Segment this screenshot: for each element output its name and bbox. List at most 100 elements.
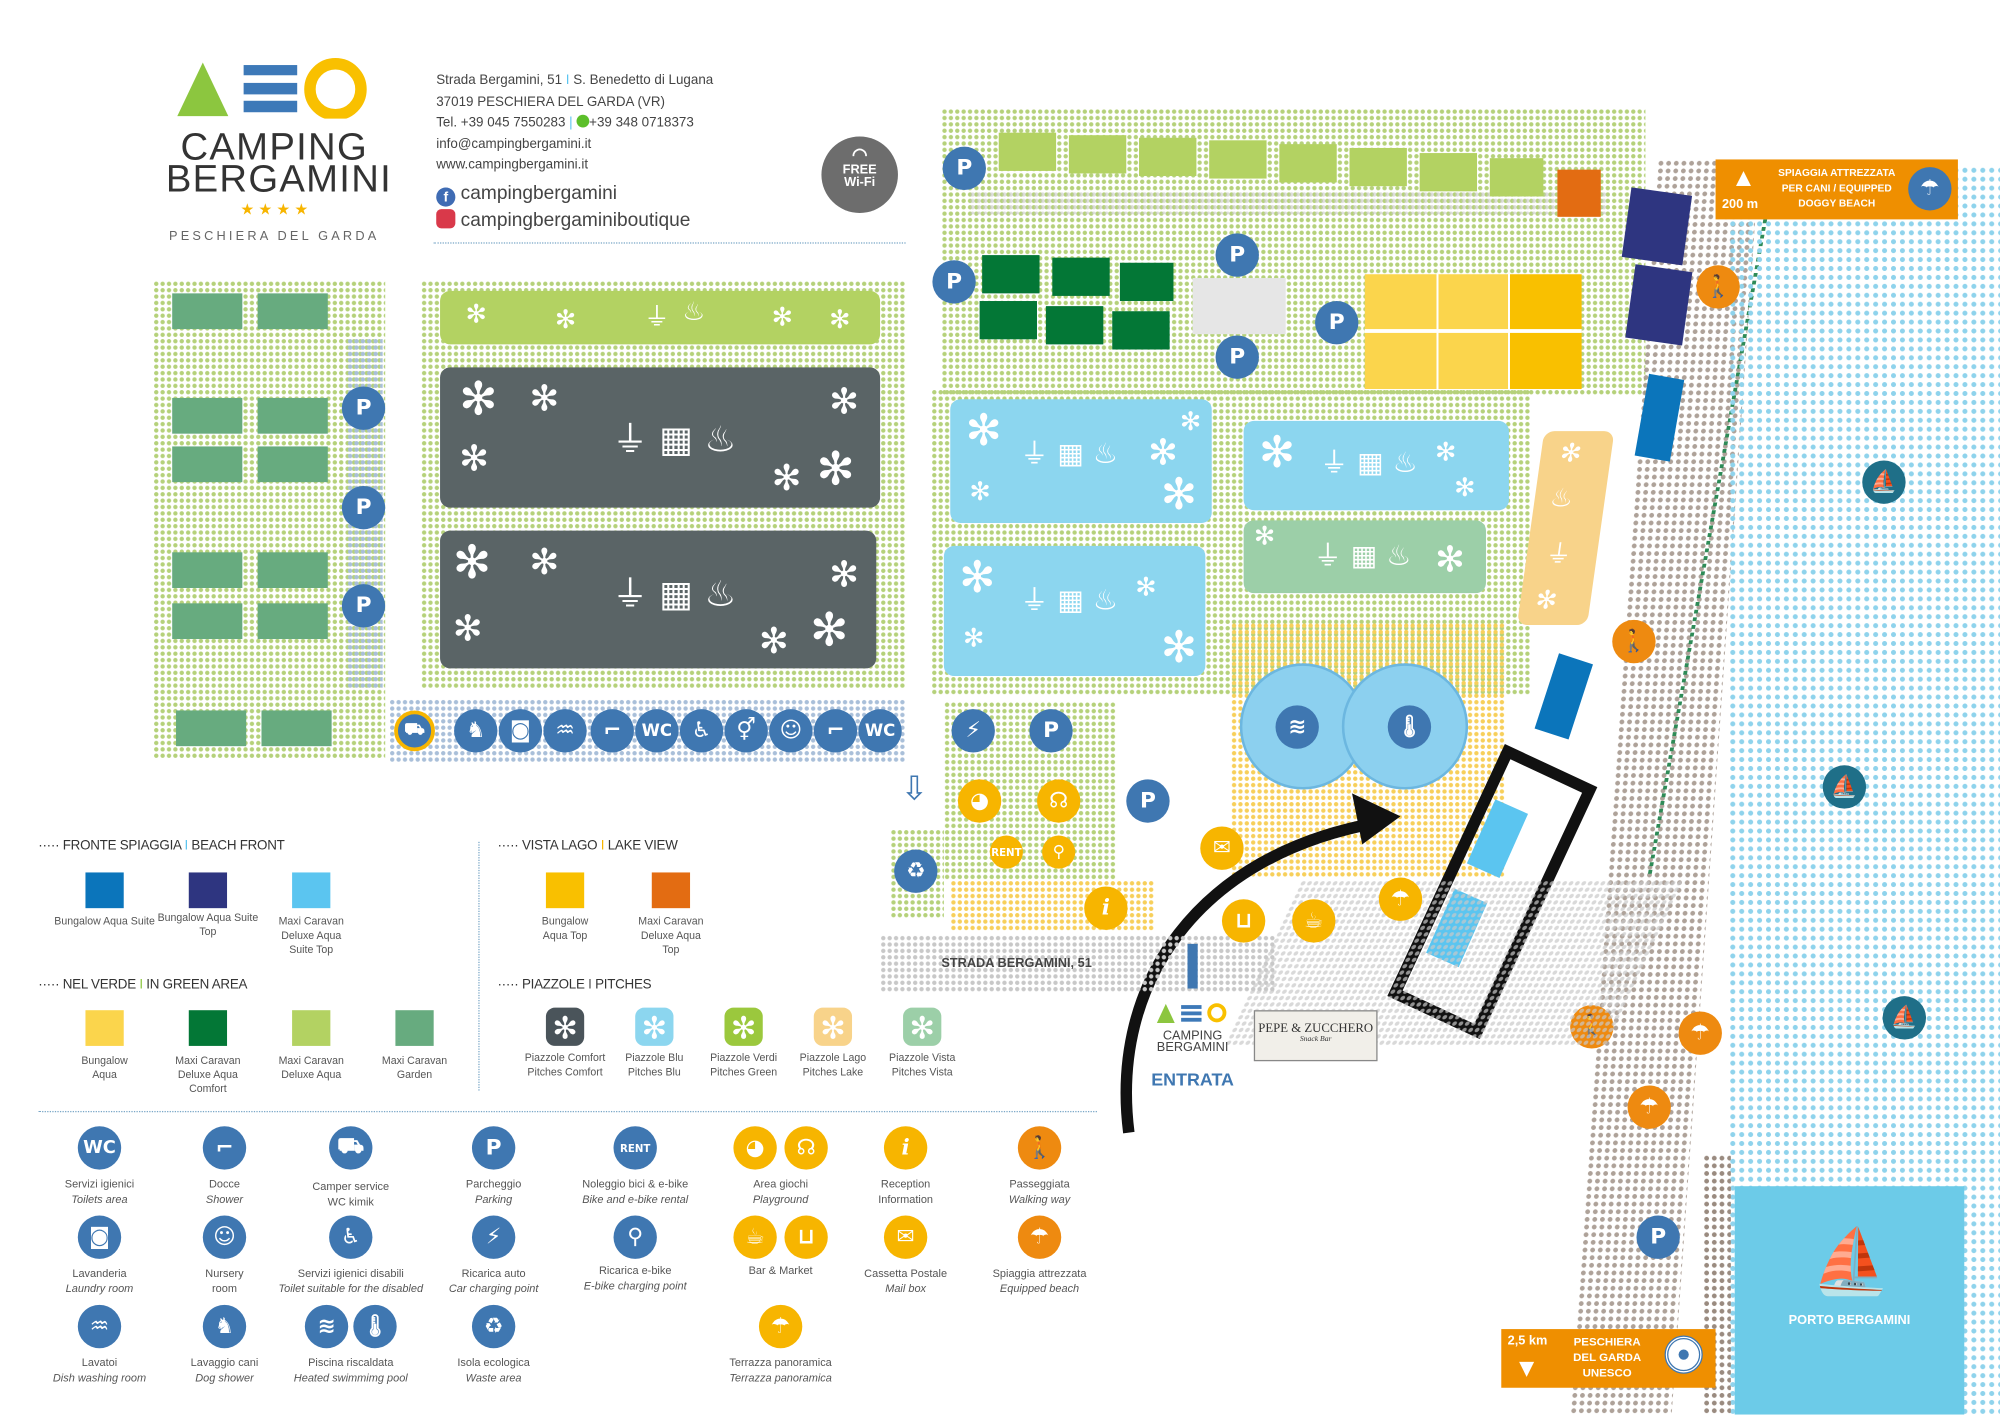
- reception-icon[interactable]: i: [1084, 886, 1128, 930]
- sailing-icon[interactable]: ⛵: [1862, 460, 1906, 504]
- harbour[interactable]: ⛵ PORTO BERGAMINI: [1734, 1186, 1965, 1415]
- caravan-comfort[interactable]: [979, 301, 1037, 340]
- caravan-deluxe-aqua-top[interactable]: [1557, 169, 1601, 217]
- phone-number[interactable]: Tel. +39 045 7550283: [436, 114, 566, 131]
- contact-info: Strada Bergamini, 51 I S. Benedetto di L…: [436, 72, 714, 231]
- facebook-link[interactable]: campingbergamini: [460, 181, 618, 204]
- whatsapp-number[interactable]: +39 348 0718373: [589, 114, 694, 131]
- camper-service-icon[interactable]: ⛟: [394, 710, 435, 752]
- caravan-garden[interactable]: [261, 710, 332, 747]
- dish-washing-icon[interactable]: ♒: [543, 709, 587, 753]
- caravan-garden[interactable]: [176, 710, 247, 747]
- caravan-garden[interactable]: [257, 293, 328, 330]
- caravan-comfort[interactable]: [982, 255, 1040, 294]
- caravan-deluxe-aqua[interactable]: [1279, 144, 1337, 183]
- ebike-charging-icon[interactable]: ⚲: [1042, 835, 1076, 869]
- playground-icon[interactable]: ◕: [957, 779, 1002, 823]
- caravan-comfort[interactable]: [1045, 306, 1104, 345]
- parking-icon[interactable]: P: [341, 584, 386, 628]
- caravan-deluxe-aqua[interactable]: [1139, 137, 1197, 177]
- caravan-deluxe-aqua[interactable]: [1209, 140, 1267, 179]
- email-link[interactable]: info@campingbergamini.it: [436, 135, 592, 152]
- walking-way-icon[interactable]: 🚶: [1612, 619, 1656, 664]
- terrace-icon[interactable]: ☂: [1378, 877, 1423, 921]
- doggy-beach-sign[interactable]: ▲ 200 m SPIAGGIA ATTREZZATA PER CANI / E…: [1715, 159, 1958, 220]
- parking-icon[interactable]: P: [1126, 779, 1170, 823]
- caravan-deluxe-aqua[interactable]: [1068, 135, 1127, 174]
- caravan-deluxe-aqua[interactable]: [1489, 158, 1544, 197]
- swimming-pool-icon: ≋: [304, 1304, 349, 1349]
- laundry-icon[interactable]: ◙: [498, 709, 543, 753]
- caravan-garden[interactable]: [257, 552, 328, 589]
- peschiera-sign[interactable]: 2,5 km ▼ PESCHIERA DEL GARDA UNESCO: [1501, 1329, 1716, 1388]
- comfort-pitches-block[interactable]: ✻✻⏚ ▦ ♨✻✻✻✻: [440, 367, 881, 508]
- caravan-deluxe-aqua[interactable]: [1419, 153, 1478, 192]
- caravan-deluxe-aqua[interactable]: [998, 132, 1057, 171]
- thermometer-icon[interactable]: 🌡: [1387, 705, 1432, 749]
- website-link[interactable]: www.campingbergamini.it: [436, 156, 589, 173]
- blue-pitches-block[interactable]: ✻⏚ ▦ ♨✻✻✻✻: [950, 399, 1212, 523]
- equipped-beach-icon[interactable]: ☂: [1678, 1011, 1722, 1055]
- parking-icon[interactable]: P: [1315, 301, 1359, 345]
- blue-pitches-block[interactable]: ✻⏚ ▦ ♨✻✻✻: [943, 545, 1206, 677]
- walking-way-icon[interactable]: 🚶: [1696, 265, 1740, 309]
- bungalow-aqua-suite-top[interactable]: [1621, 187, 1693, 266]
- green-pitches-row[interactable]: ✻✻⏚♨✻✻: [440, 290, 881, 345]
- caravan-garden[interactable]: [257, 603, 328, 640]
- wc-icon[interactable]: WC: [858, 709, 902, 753]
- caravan-comfort[interactable]: [1052, 257, 1110, 296]
- bungalow-aqua-block[interactable]: [1364, 274, 1582, 390]
- service-label: Bar & Market: [748, 1264, 813, 1277]
- shower-icon[interactable]: ⌐: [813, 709, 858, 753]
- mail-box-icon[interactable]: ✉: [1200, 826, 1244, 870]
- comfort-pitches-block[interactable]: ✻✻⏚ ▦ ♨✻✻✻✻: [440, 530, 877, 669]
- caravan-comfort[interactable]: [1119, 262, 1174, 302]
- caravan-garden[interactable]: [172, 397, 243, 434]
- bike-rental-icon[interactable]: RENT: [989, 835, 1023, 869]
- blue-pitches-block[interactable]: ✻⏚ ▦ ♨✻✻: [1243, 420, 1509, 511]
- parking-icon[interactable]: P: [932, 260, 976, 304]
- parking-icon[interactable]: P: [341, 386, 386, 430]
- caravan-garden[interactable]: [172, 446, 243, 483]
- bungalow-aqua-suite-top[interactable]: [1625, 264, 1693, 346]
- market-basket-icon[interactable]: ⊔: [1221, 899, 1266, 943]
- disabled-toilet-icon[interactable]: ♿: [679, 709, 724, 753]
- parking-icon[interactable]: P: [1215, 233, 1259, 277]
- shower-icon[interactable]: ⌐: [590, 709, 634, 753]
- snack-bar-sign[interactable]: PEPE & ZUCCHERO Snack Bar: [1253, 1010, 1378, 1062]
- nursery-icon[interactable]: ☺: [769, 709, 813, 753]
- playground-swings-icon: ☊: [784, 1126, 828, 1170]
- dog-shower-icon[interactable]: ♞: [454, 709, 498, 753]
- equipped-beach-icon[interactable]: ☂: [1627, 1085, 1671, 1129]
- vista-pitches-block[interactable]: ✻⏚ ▦ ♨✻: [1243, 520, 1486, 594]
- instagram-link[interactable]: campingbergaminiboutique: [460, 208, 691, 231]
- caravan-garden[interactable]: [257, 397, 328, 434]
- swimming-pool-icon[interactable]: ≋: [1275, 705, 1319, 749]
- swimming-pool[interactable]: [1239, 663, 1469, 791]
- caravan-deluxe-aqua[interactable]: [1349, 147, 1407, 187]
- parking-icon[interactable]: P: [942, 146, 986, 191]
- parking-icon[interactable]: P: [1029, 709, 1073, 753]
- sailing-icon[interactable]: ⛵: [1882, 996, 1927, 1040]
- sailing-icon[interactable]: ⛵: [1822, 765, 1867, 809]
- wifi-label-1: FREE: [842, 163, 877, 178]
- caravan-garden[interactable]: [172, 293, 243, 330]
- parking-icon[interactable]: P: [1215, 335, 1259, 379]
- bar-icon[interactable]: ☕: [1292, 899, 1336, 943]
- caravan-garden[interactable]: [257, 446, 328, 483]
- legend-label: Bungalow Aqua Suite: [54, 914, 155, 928]
- waste-area-icon[interactable]: ♻: [894, 849, 938, 893]
- caravan-garden[interactable]: [172, 603, 243, 640]
- playground-swings-icon[interactable]: ☊: [1036, 779, 1081, 823]
- legend-label: Bungalow Aqua Suite Top: [157, 910, 259, 938]
- toilets-icon[interactable]: ⚥: [724, 709, 768, 753]
- caravan-garden[interactable]: [172, 552, 243, 589]
- car-charging-icon[interactable]: ⚡: [951, 709, 995, 753]
- parking-icon[interactable]: P: [341, 485, 386, 530]
- wc-icon[interactable]: WC: [635, 709, 679, 753]
- entrance[interactable]: CAMPING BERGAMINI ENTRATA: [1148, 1001, 1237, 1089]
- caravan-comfort[interactable]: [1112, 311, 1170, 350]
- parking-icon[interactable]: P: [1636, 1215, 1680, 1259]
